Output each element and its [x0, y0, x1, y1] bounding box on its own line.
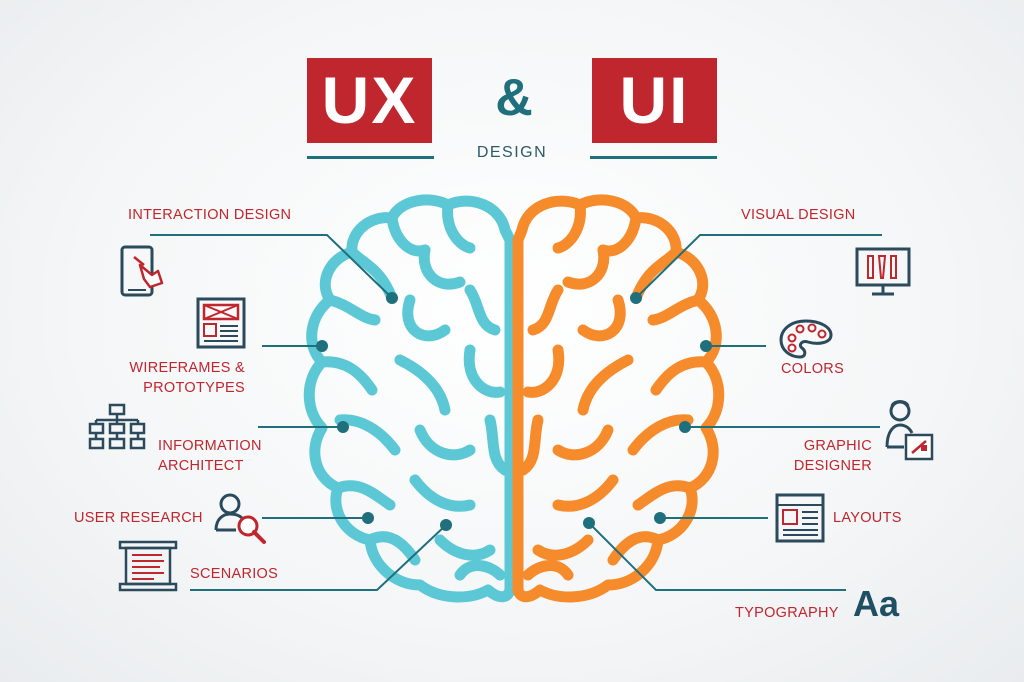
dot-interaction-design: [386, 292, 398, 304]
left-connector-dots: [316, 292, 452, 531]
wireframe-icon: [196, 297, 246, 349]
dot-graphic-designer: [679, 421, 691, 433]
ux-title-box: UX: [307, 58, 432, 143]
right-connectors: [588, 234, 882, 591]
left-brain-hemisphere: [303, 194, 516, 603]
scroll-document-icon: [118, 540, 178, 592]
connector-typography: [588, 522, 846, 591]
ui-underline: [590, 156, 717, 159]
connector-interaction-design: [150, 234, 393, 299]
sitemap-icon: [88, 403, 146, 450]
label-colors: COLORS: [781, 361, 845, 377]
ui-title: UI: [619, 63, 690, 137]
designer-icon: [885, 400, 934, 461]
ampersand: &: [495, 69, 533, 127]
dot-wireframes: [316, 340, 328, 352]
right-connector-dots: [583, 292, 712, 529]
dot-colors: [700, 340, 712, 352]
connector-scenarios: [190, 524, 447, 591]
dot-typography: [583, 517, 595, 529]
label-interaction-design: INTERACTION DESIGN: [128, 207, 292, 223]
label-visual-design: VISUAL DESIGN: [741, 207, 856, 223]
right-brain-hemisphere: [512, 194, 725, 603]
label-graphic-line1: GRAPHIC: [803, 438, 872, 454]
left-connectors: [150, 234, 447, 591]
label-typography: TYPOGRAPHY: [735, 605, 839, 621]
dot-information-architect: [337, 421, 349, 433]
typography-icon: Aa: [853, 583, 900, 624]
monitor-brushes-icon: [855, 247, 911, 296]
label-scenarios: SCENARIOS: [190, 566, 279, 582]
connector-visual-design: [635, 234, 882, 299]
label-graphic-line2: DESIGNER: [793, 458, 872, 474]
user-search-icon: [214, 493, 266, 544]
label-information-line2: ARCHITECT: [158, 458, 244, 474]
ux-title: UX: [321, 63, 418, 137]
label-layouts: LAYOUTS: [833, 510, 902, 526]
ui-title-box: UI: [592, 58, 717, 143]
tablet-touch-icon: [120, 245, 164, 297]
dot-scenarios: [440, 519, 452, 531]
label-wireframes-line1: WIREFRAMES &: [129, 360, 245, 376]
label-user-research: USER RESEARCH: [74, 510, 203, 526]
label-wireframes-line2: PROTOTYPES: [143, 380, 245, 396]
ux-underline: [307, 156, 434, 159]
design-subtitle: DESIGN: [476, 144, 548, 161]
dot-user-research: [362, 512, 374, 524]
layout-icon: [775, 493, 825, 543]
label-information-line1: INFORMATION: [158, 438, 262, 454]
dot-visual-design: [630, 292, 642, 304]
dot-layouts: [654, 512, 666, 524]
palette-icon: [779, 319, 833, 359]
